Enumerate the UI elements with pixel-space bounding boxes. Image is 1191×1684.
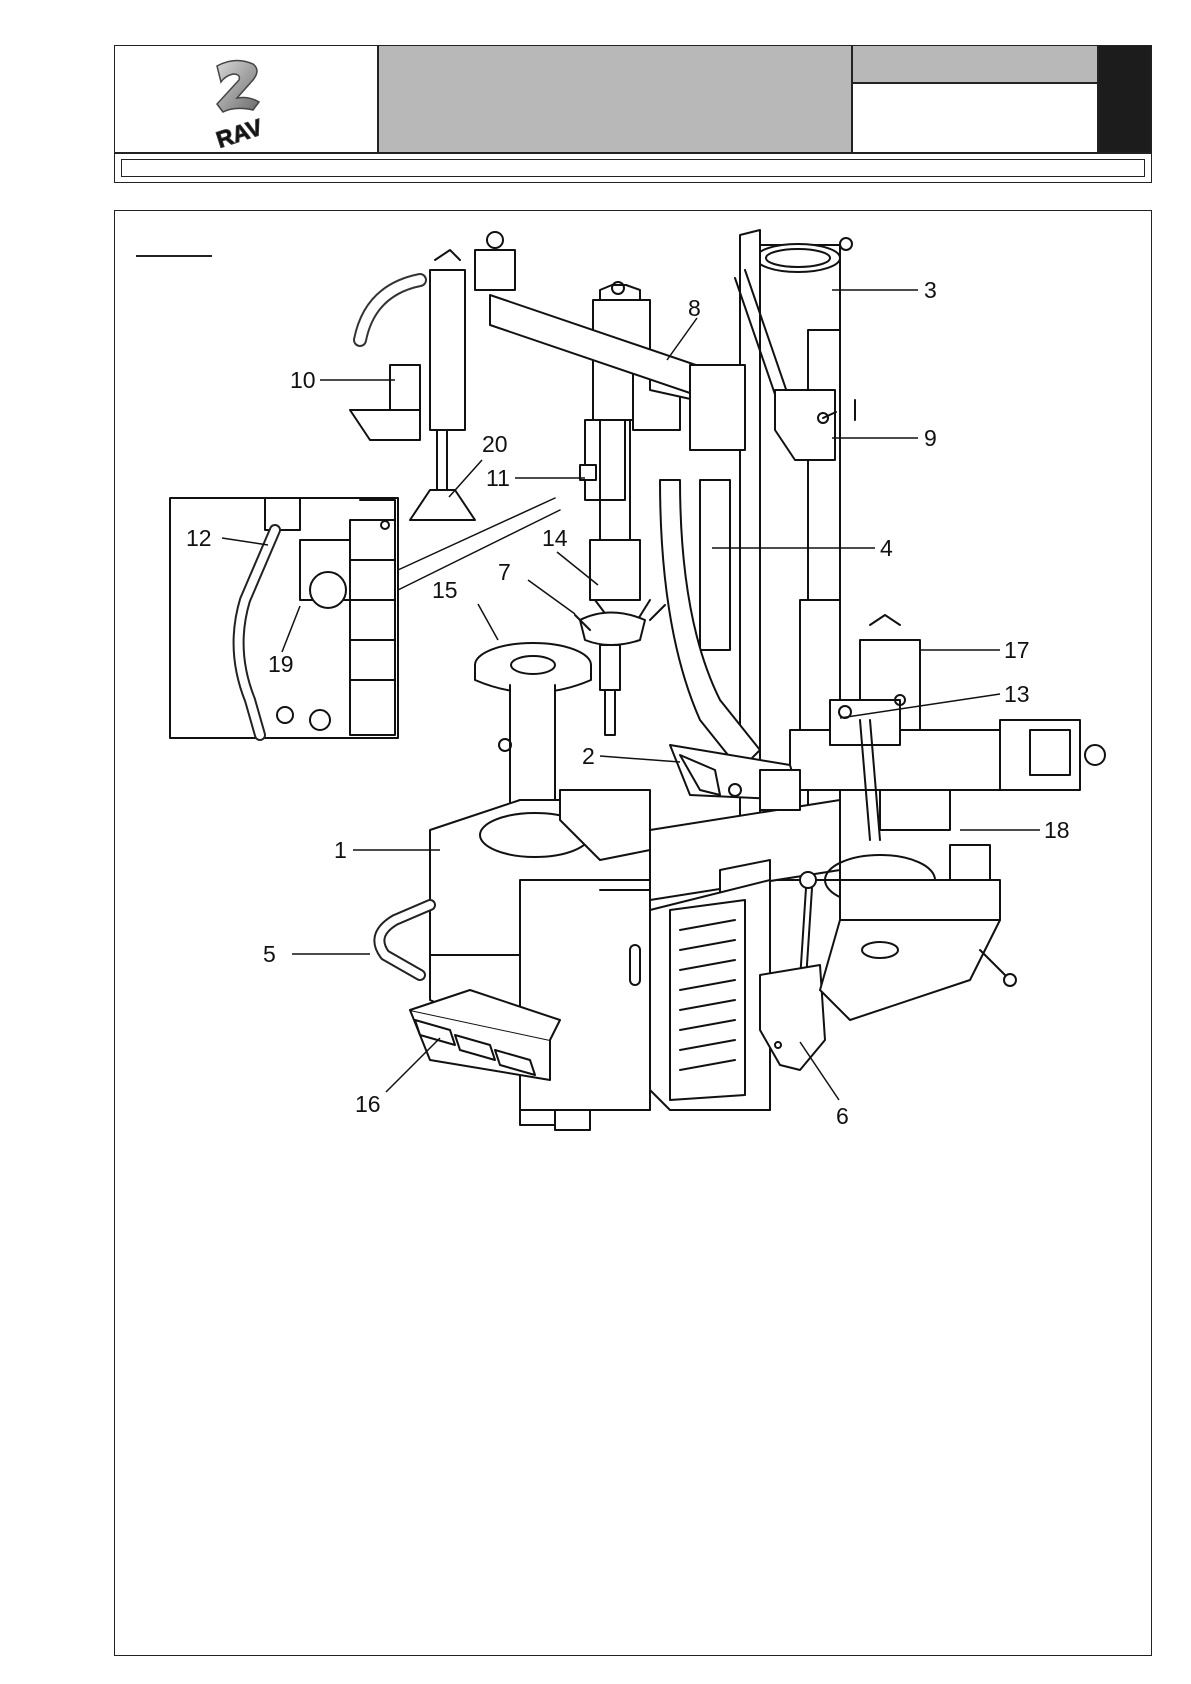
callout-17: 17: [1004, 637, 1030, 663]
callout-7: 7: [498, 559, 511, 585]
callout-19: 19: [268, 651, 294, 677]
callout-15: 15: [432, 577, 458, 603]
callout-11: 11: [486, 465, 510, 491]
callout-16: 16: [355, 1091, 381, 1117]
callout-8: 8: [688, 295, 701, 321]
callout-4: 4: [880, 535, 893, 561]
press-arm: [350, 250, 475, 520]
machine-cabinet: [430, 790, 840, 1125]
callout-9: 9: [924, 425, 937, 451]
callout-10: 10: [290, 367, 316, 393]
callout-5: 5: [263, 941, 276, 967]
pedal-guard: [650, 880, 770, 1110]
callout-6: 6: [836, 1103, 849, 1129]
callout-3: 3: [924, 277, 937, 303]
callout-13: 13: [1004, 681, 1030, 707]
base-right-assembly: [820, 845, 1016, 1020]
inset-detail: [170, 498, 560, 738]
callout-12: 12: [186, 525, 212, 551]
callout-2: 2: [582, 743, 595, 769]
callout-18: 18: [1044, 817, 1070, 843]
callout-20: 20: [482, 431, 508, 457]
callout-14: 14: [542, 525, 568, 551]
tubular-frame: [379, 905, 430, 975]
callout-1: 1: [334, 837, 347, 863]
